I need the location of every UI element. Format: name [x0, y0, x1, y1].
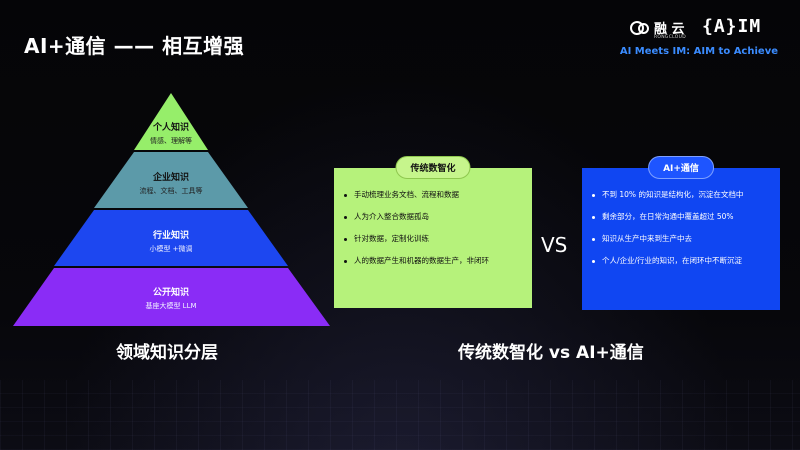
list-item: 人为介入整合数据孤岛	[344, 212, 532, 222]
brand-logo: 融 云 RONGCLOUD {A}IM AI Meets IM: AIM to …	[598, 16, 778, 62]
grid-floor-decoration	[0, 380, 800, 450]
logo-brand-name: 融 云	[654, 22, 685, 37]
vs-label: VS	[541, 233, 568, 257]
list-item: 个人/企业/行业的知识，在闭环中不断沉淀	[592, 256, 780, 266]
pyramid-title: 公开知识	[152, 288, 189, 298]
logo-ring-small-icon	[638, 23, 649, 34]
ai-communication-bullet-list: 不到 10% 的知识是结构化，沉淀在文档中 剩余部分，在日常沟通中覆盖超过 50…	[582, 168, 780, 266]
pyramid-subtitle: 小模型 +微调	[149, 245, 193, 253]
pyramid-subtitle: 情感、理解等	[150, 137, 192, 145]
list-item: 手动梳理业务文档、流程和数据	[344, 190, 532, 200]
ai-communication-card: AI+通信 不到 10% 的知识是结构化，沉淀在文档中 剩余部分，在日常沟通中覆…	[582, 156, 780, 310]
list-item: 人的数据产生和机器的数据生产，非闭环	[344, 256, 532, 266]
traditional-card-label: 传统数智化	[395, 156, 471, 179]
traditional-card: 传统数智化 手动梳理业务文档、流程和数据 人为介入整合数据孤岛 针对数据，定制化…	[334, 156, 532, 308]
pyramid-title: 企业知识	[152, 173, 189, 183]
pyramid-label-industry: 行业知识 小模型 +微调	[71, 228, 271, 254]
traditional-bullet-list: 手动梳理业务文档、流程和数据 人为介入整合数据孤岛 针对数据，定制化训练 人的数…	[334, 168, 532, 266]
pyramid-label-enterprise: 企业知识 流程、文档、工具等	[71, 170, 271, 196]
logo-tagline: AI Meets IM: AIM to Achieve	[619, 46, 778, 57]
logo-aim-mark: {A}IM	[702, 16, 762, 37]
pyramid-label-personal: 个人知识 情感、理解等	[71, 120, 271, 146]
list-item: 不到 10% 的知识是结构化，沉淀在文档中	[592, 190, 780, 200]
pyramid-label-public: 公开知识 基座大模型 LLM	[71, 285, 271, 311]
list-item: 剩余部分，在日常沟通中覆盖超过 50%	[592, 212, 780, 222]
pyramid-caption: 领域知识分层	[116, 343, 218, 363]
ai-communication-card-label: AI+通信	[648, 156, 714, 179]
list-item: 知识从生产中来到生产中去	[592, 234, 780, 244]
pyramid-subtitle: 基座大模型 LLM	[145, 302, 197, 310]
list-item: 针对数据，定制化训练	[344, 234, 532, 244]
pyramid-subtitle: 流程、文档、工具等	[139, 187, 203, 195]
comparison-caption: 传统数智化 vs AI+通信	[458, 343, 644, 363]
pyramid-title: 个人知识	[152, 123, 189, 133]
slide-title: AI+通信 —— 相互增强	[24, 34, 245, 58]
pyramid-title: 行业知识	[152, 231, 189, 241]
logo-brand-sub: RONGCLOUD	[654, 35, 687, 40]
